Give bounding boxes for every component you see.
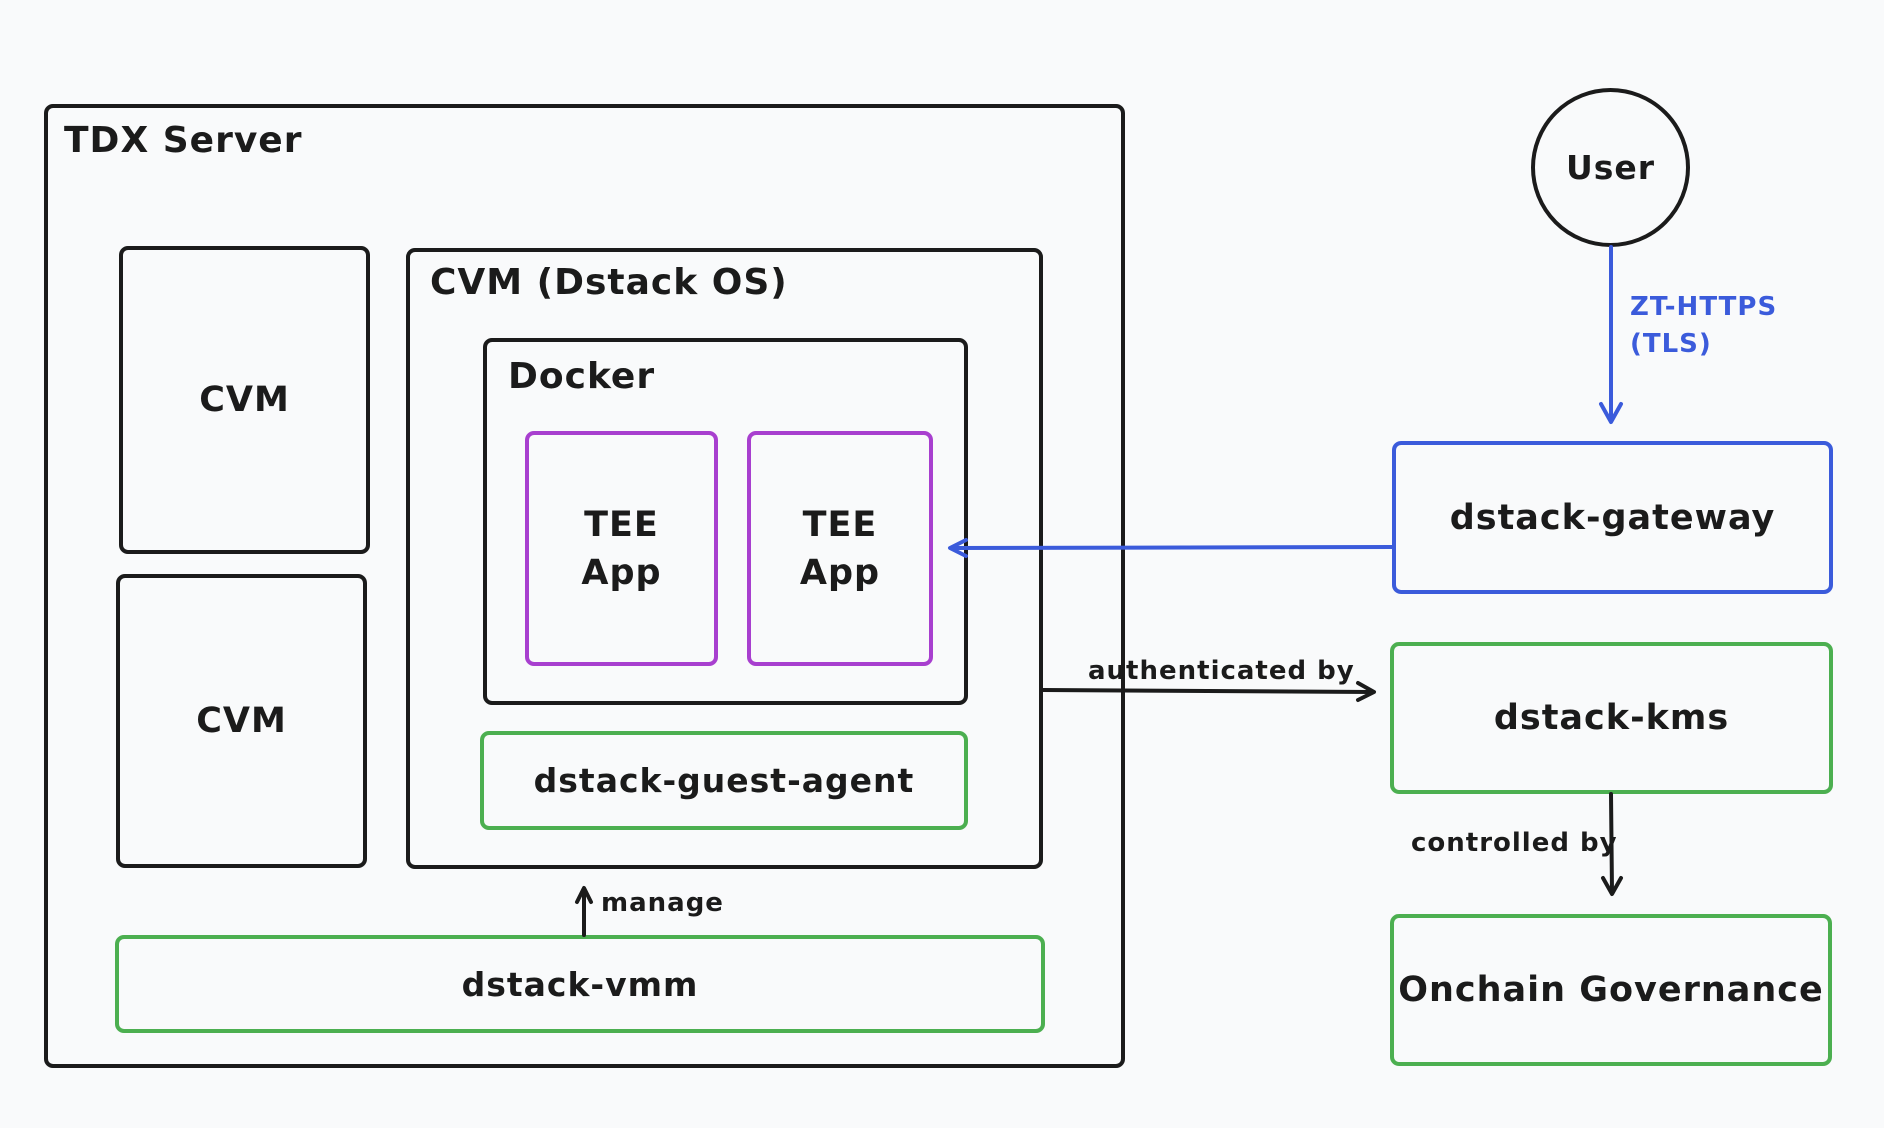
guest-agent-label: dstack-guest-agent xyxy=(533,761,915,800)
cvm-box-top: CVM xyxy=(119,246,370,554)
kms-label: dstack-kms xyxy=(1493,698,1730,738)
governance-label: Onchain Governance xyxy=(1398,970,1824,1010)
gateway-label: dstack-gateway xyxy=(1449,497,1776,538)
edge-label-zt-https-line1: ZT-HTTPS xyxy=(1630,292,1778,322)
edge-label-zt-https: ZT-HTTPS (TLS) xyxy=(1630,289,1777,363)
edge-label-authenticated-by: authenticated by xyxy=(1088,656,1355,686)
edge-label-manage: manage xyxy=(601,888,724,918)
tdx-server-box xyxy=(44,104,1125,1068)
tee-app-box-1: TEE App xyxy=(525,431,718,666)
cvm-box-bottom: CVM xyxy=(116,574,367,868)
tdx-server-title: TDX Server xyxy=(64,120,303,161)
tee-app-2-line1: TEE xyxy=(802,504,878,545)
governance-box: Onchain Governance xyxy=(1390,914,1832,1066)
edge-label-zt-https-line2: (TLS) xyxy=(1630,329,1712,359)
vmm-box: dstack-vmm xyxy=(115,935,1045,1033)
docker-title: Docker xyxy=(508,356,656,397)
user-label: User xyxy=(1565,148,1656,187)
vmm-label: dstack-vmm xyxy=(461,964,699,1004)
cvm-dstack-os-title: CVM (Dstack OS) xyxy=(430,262,788,303)
arrow-user-to-gateway xyxy=(1599,245,1623,424)
edge-label-controlled-by: controlled by xyxy=(1411,828,1618,858)
tee-app-box-2: TEE App xyxy=(747,431,933,666)
gateway-box: dstack-gateway xyxy=(1392,441,1833,594)
tee-app-2-line2: App xyxy=(799,552,881,593)
tee-app-1-line1: TEE xyxy=(584,504,659,545)
cvm-dstack-os-box xyxy=(406,248,1043,869)
user-node: User xyxy=(1531,88,1690,247)
cvm-label-bottom: CVM xyxy=(196,701,287,741)
tee-app-1-line2: App xyxy=(581,552,662,593)
guest-agent-box: dstack-guest-agent xyxy=(480,731,968,830)
kms-box: dstack-kms xyxy=(1390,642,1833,794)
docker-box xyxy=(483,338,968,705)
cvm-label-top: CVM xyxy=(199,380,290,420)
